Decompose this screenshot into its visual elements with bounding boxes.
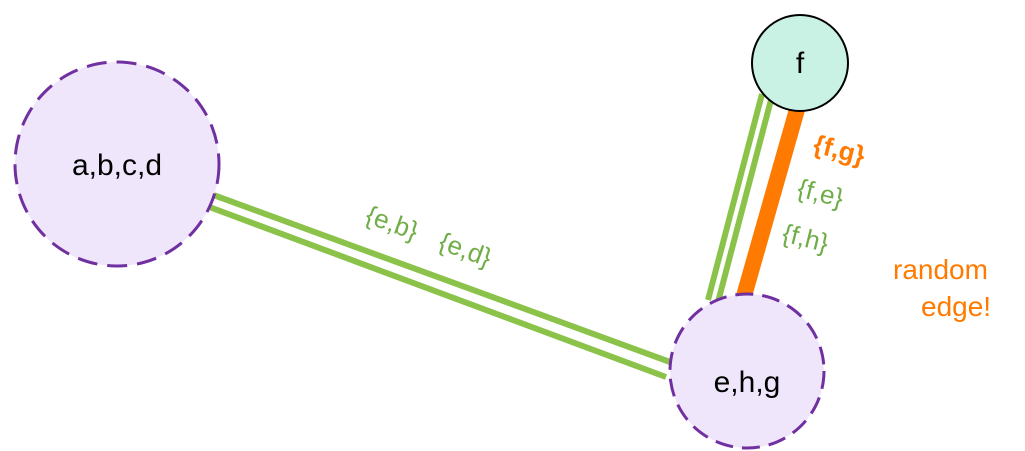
node-f: f <box>751 14 849 112</box>
edge-f-ehg <box>705 93 806 303</box>
edge-label-e-d: {e,d} <box>435 226 496 273</box>
edge-line-f-e <box>705 93 765 301</box>
node-f-circle <box>751 14 849 112</box>
edge-label-f-e: {f,e} <box>795 173 847 213</box>
supernode-abcd-circle <box>13 60 221 268</box>
node-f-label: f <box>796 47 805 80</box>
supernode-abcd-label: a,b,c,d <box>72 149 162 182</box>
random-edge-annotation: random edge! <box>893 254 991 322</box>
supernode-ehg-label: e,h,g <box>714 366 781 399</box>
edge-labels-abcd-ehg: {e,b} {e,d} <box>362 199 496 272</box>
edge-line-e-b <box>206 190 672 365</box>
edge-line-f-h <box>715 95 775 303</box>
edge-label-f-g: {f,g} <box>811 129 869 171</box>
annotation-line-2: edge! <box>921 291 991 322</box>
edge-label-f-h: {f,h} <box>780 218 832 258</box>
edge-line-f-g-random <box>736 103 806 299</box>
supernode-abcd: a,b,c,d <box>13 60 221 268</box>
edge-line-e-d <box>202 202 668 380</box>
supernode-ehg-circle <box>668 292 826 450</box>
edge-abcd-ehg <box>202 190 672 380</box>
supernode-ehg: e,h,g <box>668 292 826 450</box>
edge-label-e-b: {e,b} <box>362 199 423 246</box>
annotation-line-1: random <box>893 254 988 285</box>
